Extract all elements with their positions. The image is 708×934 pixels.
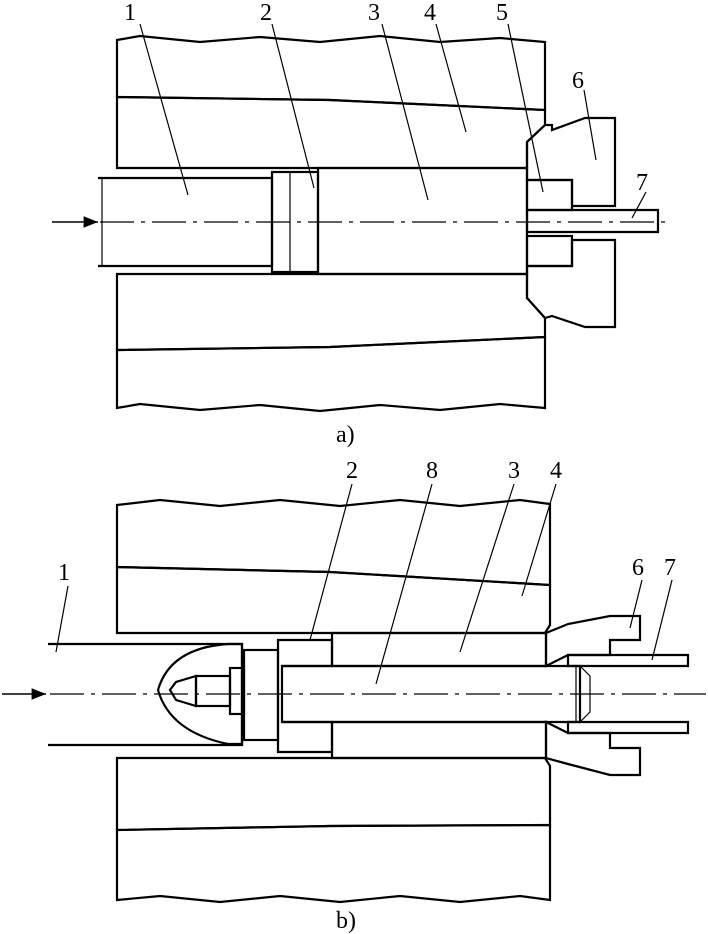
- die-holder-bottom-a: [525, 238, 617, 329]
- die-top-a: [525, 178, 574, 212]
- die-holder-bottom-b: [544, 720, 642, 777]
- label-b-6: 6: [632, 555, 644, 581]
- extruded-tube-top-b: [566, 653, 690, 668]
- die-holder-top-b: [544, 614, 642, 668]
- container-liner-top-a: [115, 95, 547, 170]
- label-b-8: 8: [426, 458, 438, 484]
- label-a-4: 4: [424, 0, 436, 26]
- billet-top-b: [330, 631, 548, 668]
- label-a-1: 1: [124, 0, 136, 26]
- billet-a: [316, 166, 529, 276]
- label-b-1: 1: [58, 560, 70, 586]
- label-b-4: 4: [550, 458, 562, 484]
- container-liner-bottom-a: [115, 272, 547, 352]
- mandrel-nut-tip-b: [168, 674, 198, 708]
- diagram-a: 1 2 3 4 5 6 7 a): [52, 0, 672, 448]
- label-b-7: 7: [664, 555, 676, 581]
- container-outer-bottom-a: [115, 335, 547, 413]
- container-outer-bottom-b: [115, 823, 552, 904]
- caption-b: b): [336, 908, 356, 934]
- diagram-b: 1 2 8 3 4 6 7 b): [2, 458, 706, 934]
- die-bottom-a: [525, 234, 574, 268]
- label-a-2: 2: [260, 0, 272, 26]
- label-a-6: 6: [572, 68, 584, 94]
- leaders-a: [139, 23, 647, 219]
- label-a-3: 3: [368, 0, 380, 26]
- label-b-3: 3: [508, 458, 520, 484]
- label-a-7: 7: [636, 170, 648, 196]
- billet-bottom-b: [330, 720, 548, 760]
- caption-a: a): [336, 422, 355, 448]
- mandrel-nut-b: [194, 674, 232, 708]
- extruded-tube-bottom-b: [566, 720, 690, 735]
- dummy-block-hatched-b: [276, 638, 334, 754]
- label-b-2: 2: [346, 458, 358, 484]
- extruded-rod-a: [525, 208, 660, 234]
- container-liner-top-b: [115, 565, 552, 635]
- container-liner-bottom-b: [115, 756, 552, 832]
- ram-nose-b: [156, 642, 244, 746]
- dummy-block-b: [242, 648, 280, 742]
- leaders-b: [55, 483, 673, 685]
- die-holder-top-a: [525, 116, 617, 208]
- label-a-5: 5: [496, 0, 508, 26]
